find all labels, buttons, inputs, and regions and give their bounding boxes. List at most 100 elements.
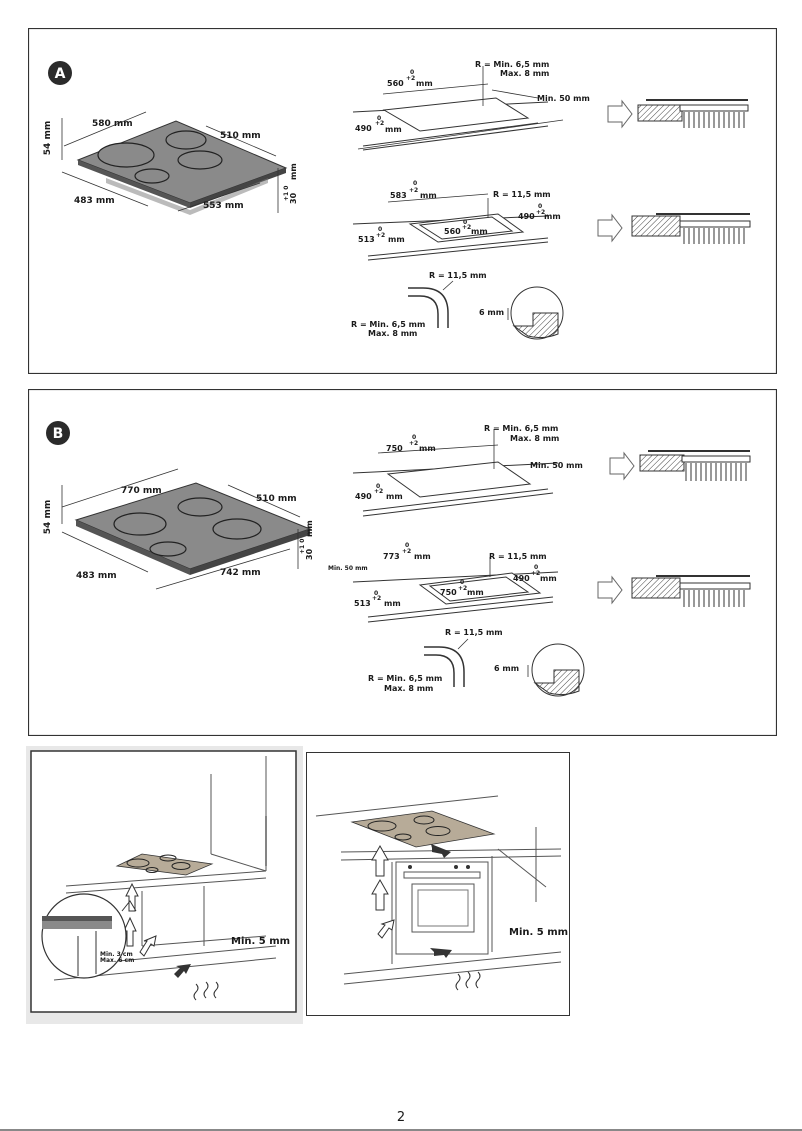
panel-b-flush-outer-depth: 513 — [354, 599, 371, 608]
panel-b-offset-tol: +1 0 — [299, 539, 306, 554]
panel-a-cutout-width-tol: +2 — [406, 75, 415, 82]
panel-b-flush-outer-width: 773 — [383, 552, 400, 561]
panel-a-base-width: 553 mm — [203, 201, 244, 211]
install-oven-gap: Min. 5 mm — [509, 927, 568, 938]
panel-a-cutout-depth-unit: mm — [385, 125, 402, 134]
panel-a-flush-outer-depth: 513 — [358, 235, 375, 244]
panel-a-cutout-flush — [352, 193, 549, 261]
panel-a-cutout-radius-2: Max. 8 mm — [500, 69, 549, 78]
panel-b-zone-right — [212, 518, 262, 540]
panel-a-offset-tol: +1 0 — [283, 186, 290, 201]
panel-a-cutout-top — [352, 66, 564, 151]
panel-b-flush-unit-2: mm — [540, 574, 557, 583]
panel-a-flush-unit-1: mm — [420, 191, 437, 200]
panel-a-cutout-depth-tol0: 0 — [377, 115, 381, 122]
panel-b-hob-depth: 770 mm — [121, 486, 162, 496]
panel-b-cutout-depth-unit: mm — [386, 492, 403, 501]
panel-a-corner-detail — [408, 280, 454, 328]
panel-b-badge-label: B — [53, 426, 64, 442]
panel-a-corner-outer: R = 11,5 mm — [429, 271, 487, 280]
install-cabinet-gap: Min. 5 mm — [231, 936, 290, 947]
panel-a-cutout-min-edge: Min. 50 mm — [537, 94, 590, 103]
panel-a-cutout-width: 560 — [387, 79, 404, 88]
panel-b-flush-inner-depth-tol: +2 — [531, 570, 540, 577]
panel-b-flush-radius: R = 11,5 mm — [489, 552, 547, 561]
install-oven-unit — [395, 861, 489, 955]
panel-a-offset: 30 — [289, 192, 298, 204]
panel-a-offset-unit: mm — [289, 163, 298, 180]
panel-a-flush-outer-depth-tol0: 0 — [378, 226, 382, 233]
panel-b-cutout-radius-1: R = Min. 6,5 mm — [484, 424, 558, 433]
panel-b-flush-unit-4: mm — [384, 599, 401, 608]
panel-b-flush-min-edge: Min. 50 mm — [328, 565, 368, 572]
panel-a-hob — [61, 111, 288, 215]
panel-a-section-flush — [597, 213, 751, 244]
panel-a-zone-large — [97, 142, 155, 168]
panel-a-corner-inner-2: Max. 8 mm — [368, 329, 417, 338]
panel-a-zone-right — [177, 150, 223, 170]
panel-b-zone-left — [113, 512, 167, 536]
panel-b-cutout-top — [352, 429, 559, 517]
panel-b-corner-inner-1: R = Min. 6,5 mm — [368, 674, 442, 683]
panel-b-flush-outer-width-tol: +2 — [402, 548, 411, 555]
panel-a-base-depth: 483 mm — [74, 196, 115, 206]
panel-a-flush-inner-tol: +2 — [462, 224, 471, 231]
panel-b-flush-outer-depth-tol0: 0 — [374, 590, 378, 597]
panel-b-flush-inner-tol: +2 — [458, 585, 467, 592]
panel-a-flush-unit-3: mm — [471, 227, 488, 236]
panel-b-diagram: B 770 mm 510 mm 54 mm 483 mm 742 mm 30 +… — [28, 389, 777, 736]
panel-a-flush-outer-width-tol0: 0 — [413, 180, 417, 187]
panel-b-corner-detail — [424, 638, 469, 687]
panel-b-flush-inner-width: 750 — [440, 588, 457, 597]
panel-a-zone-back — [165, 130, 207, 150]
panel-a-badge-label: A — [55, 66, 66, 82]
panel-b-badge: B — [46, 421, 70, 445]
panel-a-badge: A — [48, 61, 72, 85]
footer-rule — [0, 1129, 802, 1131]
panel-a-flush-inner-width: 560 — [444, 227, 461, 236]
panel-b-base-width: 742 mm — [220, 568, 261, 578]
panel-a-flush-outer-width: 583 — [390, 191, 407, 200]
panel-b-cutout-width: 750 — [386, 444, 403, 453]
panel-b-flush-inner-depth-tol0: 0 — [534, 564, 538, 571]
install-cabinet-zoom — [41, 893, 137, 979]
panel-b-frame — [28, 389, 777, 736]
panel-a-flush-unit-4: mm — [388, 235, 405, 244]
panel-b-base-depth: 483 mm — [76, 571, 117, 581]
panel-b-cutout-min-edge: Min. 50 mm — [530, 461, 583, 470]
panel-b-flush-outer-depth-tol: +2 — [372, 595, 381, 602]
panel-a-flush-inner-depth-tol0: 0 — [538, 203, 542, 210]
install-cabinet-vent-min: Min. 3 cm — [100, 951, 133, 958]
panel-b-hob-width: 510 mm — [256, 494, 297, 504]
panel-a-cutout-unit: mm — [416, 79, 433, 88]
panel-a-rebate-detail — [507, 286, 564, 340]
panel-b-offset: 30 — [305, 548, 314, 560]
panel-b-cutout-flush — [352, 557, 559, 623]
install-oven-hob — [350, 810, 496, 848]
panel-a-flush-outer-width-tol: +2 — [409, 187, 418, 194]
panel-a-hob-depth: 580 mm — [92, 119, 133, 129]
panel-b-section-top — [609, 450, 751, 481]
panel-b-cutout-depth: 490 — [355, 492, 372, 501]
panel-b-zone-front — [149, 541, 187, 557]
panel-b-rebate-detail — [527, 643, 585, 697]
panel-b-rebate-depth: 6 mm — [494, 664, 519, 673]
panel-a-zone-front — [134, 168, 170, 184]
panel-b-offset-unit: mm — [305, 520, 314, 537]
panel-a-corner-inner-1: R = Min. 6,5 mm — [351, 320, 425, 329]
panel-b-corner-inner-2: Max. 8 mm — [384, 684, 433, 693]
panel-a-flush-inner-depth-tol: +2 — [536, 209, 545, 216]
panel-a-flush-radius: R = 11,5 mm — [493, 190, 551, 199]
panel-b-flush-inner-depth: 490 — [513, 574, 530, 583]
panel-b-cutout-depth-tol0: 0 — [376, 483, 380, 490]
panel-b-hob — [61, 468, 312, 590]
panel-b-zone-back — [177, 497, 223, 517]
panel-a-cutout-width-tol0: 0 — [410, 69, 414, 76]
panel-a-cutout-depth: 490 — [355, 124, 372, 133]
panel-a-section-top — [607, 99, 749, 129]
install-cabinet-vent-max: Max. 6 cm — [100, 957, 134, 964]
panel-b-hob-height: 54 mm — [43, 500, 53, 534]
panel-a-hob-height: 54 mm — [43, 121, 53, 155]
panel-a-rebate-depth: 6 mm — [479, 308, 504, 317]
panel-b-flush-unit-3: mm — [467, 588, 484, 597]
